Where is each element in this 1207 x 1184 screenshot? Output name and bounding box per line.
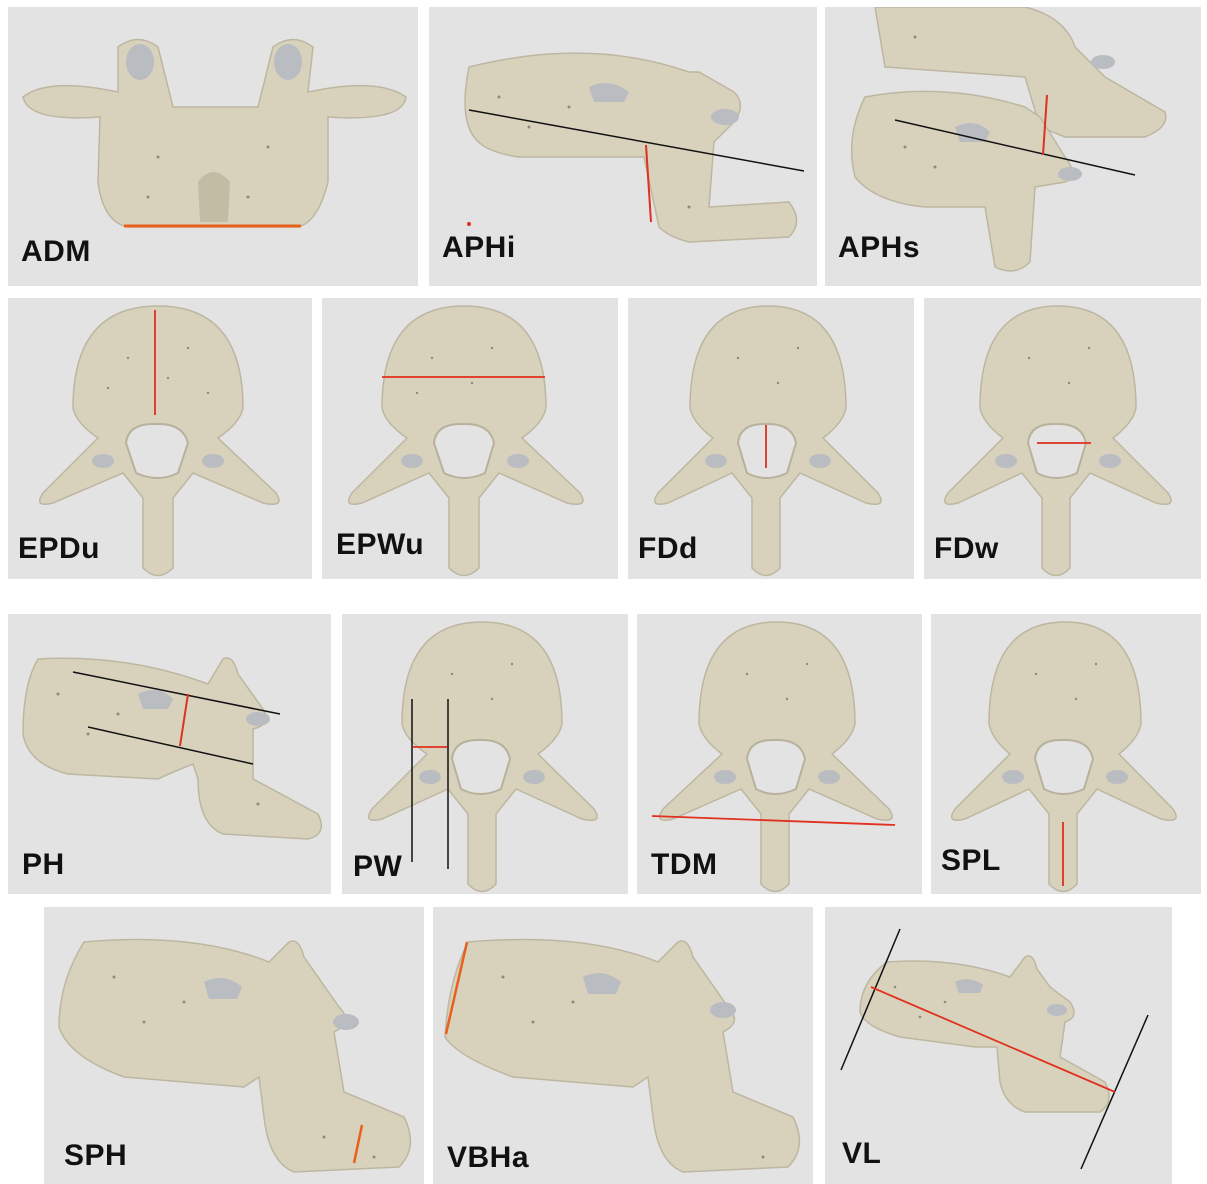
- panel-label: VBHa: [447, 1141, 529, 1175]
- panel-label: PH: [22, 848, 65, 882]
- panel-label: ADM: [21, 235, 91, 269]
- panel-fdw: FDw: [924, 298, 1201, 579]
- panel-fdd: FDd: [628, 298, 914, 579]
- panel-label: APHi: [442, 231, 516, 265]
- panel-label: APHs: [838, 231, 920, 265]
- measure-point: [467, 222, 471, 226]
- panel-label: FDw: [934, 532, 999, 566]
- panel-vl: VL: [825, 907, 1172, 1184]
- panel-aphs: APHs: [825, 7, 1201, 286]
- panel-sph: SPH: [44, 907, 424, 1184]
- panel-spl: SPL: [931, 614, 1201, 894]
- panel-label: FDd: [638, 532, 698, 566]
- panel-label: VL: [842, 1137, 881, 1171]
- panel-epdu: EPDu: [8, 298, 312, 579]
- panel-vbha: VBHa: [433, 907, 813, 1184]
- panel-aphi: APHi: [429, 7, 817, 286]
- panel-pw: PW: [342, 614, 628, 894]
- panel-adm: ADM: [8, 7, 418, 286]
- panel-label: PW: [353, 850, 402, 884]
- panel-label: EPWu: [336, 528, 424, 562]
- panel-label: EPDu: [18, 532, 100, 566]
- panel-tdm: TDM: [637, 614, 922, 894]
- panel-label: SPL: [941, 844, 1001, 878]
- panel-epwu: EPWu: [322, 298, 618, 579]
- panel-label: TDM: [651, 848, 717, 882]
- panel-ph: PH: [8, 614, 331, 894]
- panel-label: SPH: [64, 1139, 127, 1173]
